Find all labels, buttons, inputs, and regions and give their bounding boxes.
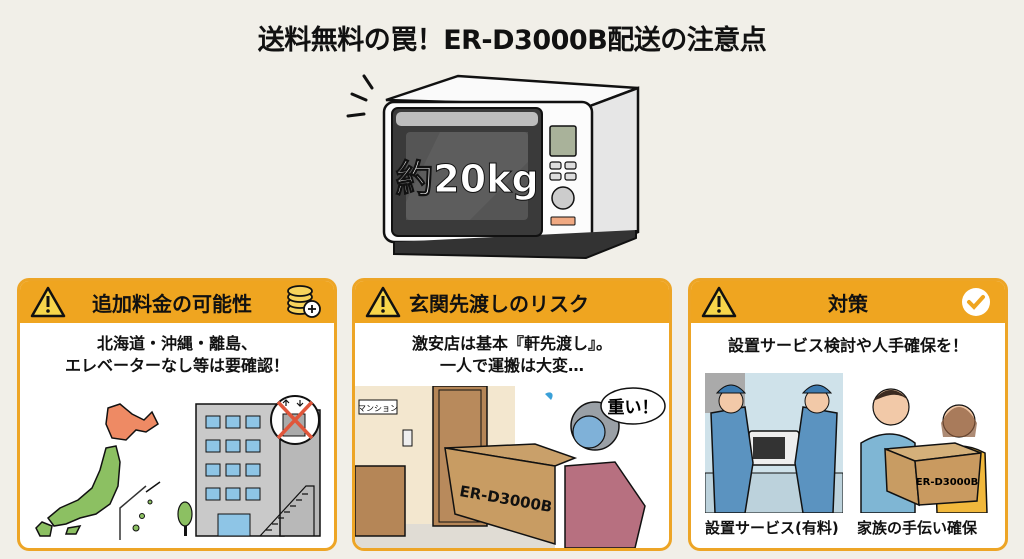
box-label: ER-D3000B xyxy=(916,477,978,488)
card-header: 玄関先渡しのリスク xyxy=(355,281,669,323)
coins-plus-icon xyxy=(287,285,321,318)
weight-label: 約20kg xyxy=(395,157,538,201)
doorstep-delivery-illustration: マンション ER-D3000B 重い！ xyxy=(355,386,666,548)
speech-bubble: 重い！ xyxy=(608,397,659,418)
microwave-illustration: 約20kg xyxy=(340,62,650,262)
caption-family-help: 家族の手伝い確保 xyxy=(857,519,978,537)
card-heading: 玄関先渡しのリスク xyxy=(409,291,589,316)
mansion-sign: マンション xyxy=(358,404,398,413)
japan-map-building-illustration xyxy=(35,395,321,540)
card-heading: 対策 xyxy=(828,291,868,316)
family-help-illustration: ER-D3000B xyxy=(860,388,988,513)
card-header: 対策 xyxy=(691,281,1005,323)
check-circle-icon xyxy=(962,288,990,316)
card-extra-fees: 追加料金の可能性 北海道・沖縄・離島、 エレベーターなし等は要確認！ xyxy=(17,278,337,551)
card-description: 北海道・沖縄・離島、 エレベーターなし等は要確認！ xyxy=(64,334,289,375)
page-title: 送料無料の罠！ER-D3000B配送の注意点 xyxy=(257,25,767,56)
caption-installation-service: 設置サービス(有料) xyxy=(705,519,839,537)
card-description: 設置サービス検討や人手確保を！ xyxy=(727,336,968,355)
card-description: 激安店は基本『軒先渡し』。 一人で運搬は大変… xyxy=(411,334,612,375)
card-countermeasures: 対策 設置サービス検討や人手確保を！ ER-D3000B 設置サービス(有料) … xyxy=(688,278,1008,551)
card-doorstep-risk: 玄関先渡しのリスク 激安店は基本『軒先渡し』。 一人で運搬は大変… マンション … xyxy=(352,278,672,551)
warning-triangle-icon xyxy=(701,286,737,318)
microwave-icon: 約20kg xyxy=(346,74,640,260)
warning-triangle-icon xyxy=(30,286,66,318)
card-heading: 追加料金の可能性 xyxy=(92,291,252,316)
installation-service-illustration xyxy=(705,373,843,513)
warning-triangle-icon xyxy=(365,286,401,318)
card-header: 追加料金の可能性 xyxy=(20,281,334,323)
